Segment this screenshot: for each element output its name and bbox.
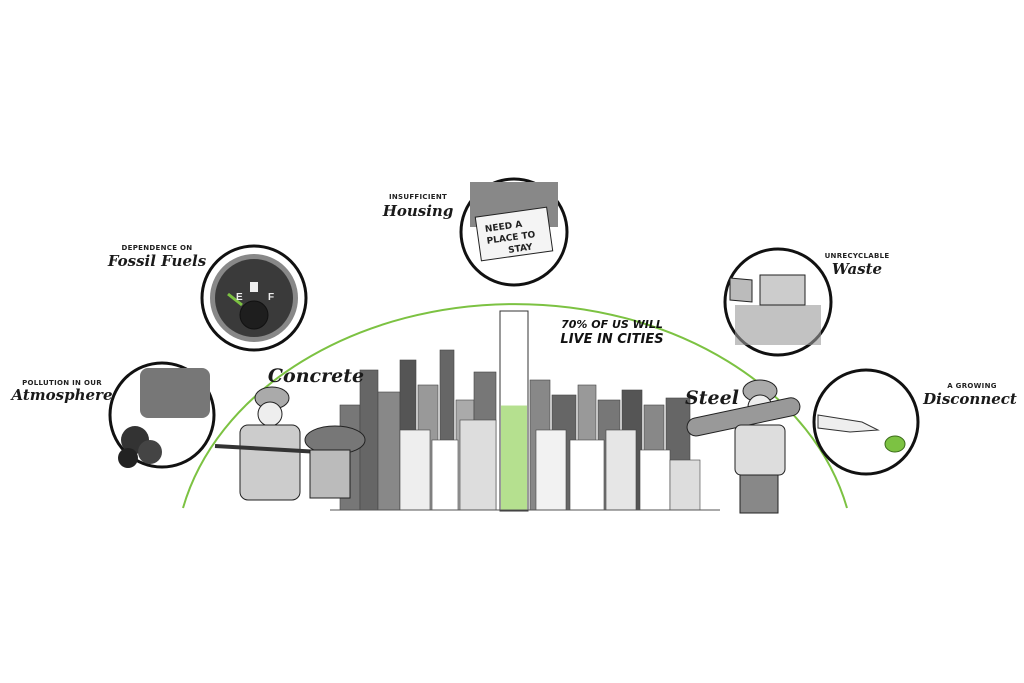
building (399, 429, 431, 511)
fossil-small-label: DEPENDENCE ON (122, 244, 193, 252)
sign-line3: STAY (508, 243, 534, 256)
headline-line1: 70% OF US WILL (561, 318, 663, 331)
waste-small-label: UNRECYCLABLE (825, 252, 890, 260)
disconnect-label: Disconnect (922, 390, 1017, 408)
concrete-worker (214, 386, 366, 501)
fossil-label: Fossil Fuels (107, 252, 207, 270)
housing-small-label: INSUFFICIENT (389, 193, 447, 201)
building (639, 449, 671, 511)
tall-tower (499, 310, 529, 512)
fuel-gauge-icon: E F (200, 244, 308, 352)
atmosphere-small-label: POLLUTION IN OUR (22, 379, 102, 387)
gauge-empty-label: E (236, 292, 243, 303)
hand-leaf-icon (812, 368, 920, 476)
housing-circle: NEED A PLACE TO STAY (459, 177, 569, 287)
headline-line2: LIVE IN CITIES (560, 332, 663, 347)
bulldozer-waste-icon (723, 247, 833, 357)
steel-label: Steel (685, 387, 739, 409)
atmosphere-label: Atmosphere (9, 386, 112, 404)
concrete-label: Concrete (268, 365, 364, 387)
disconnect-small-label: A GROWING (947, 382, 997, 390)
building (377, 391, 401, 511)
housing-label: Housing (382, 202, 454, 220)
atmosphere-circle (108, 361, 216, 469)
building (669, 459, 701, 511)
gauge-full-label: F (268, 292, 274, 303)
urban-share-fill (501, 405, 527, 510)
steel-worker (686, 379, 801, 514)
building (535, 429, 567, 511)
building (605, 429, 637, 511)
building (569, 439, 605, 511)
building (459, 419, 497, 511)
waste-label: Waste (832, 260, 882, 278)
city-skyline (339, 349, 701, 511)
building (431, 439, 459, 511)
